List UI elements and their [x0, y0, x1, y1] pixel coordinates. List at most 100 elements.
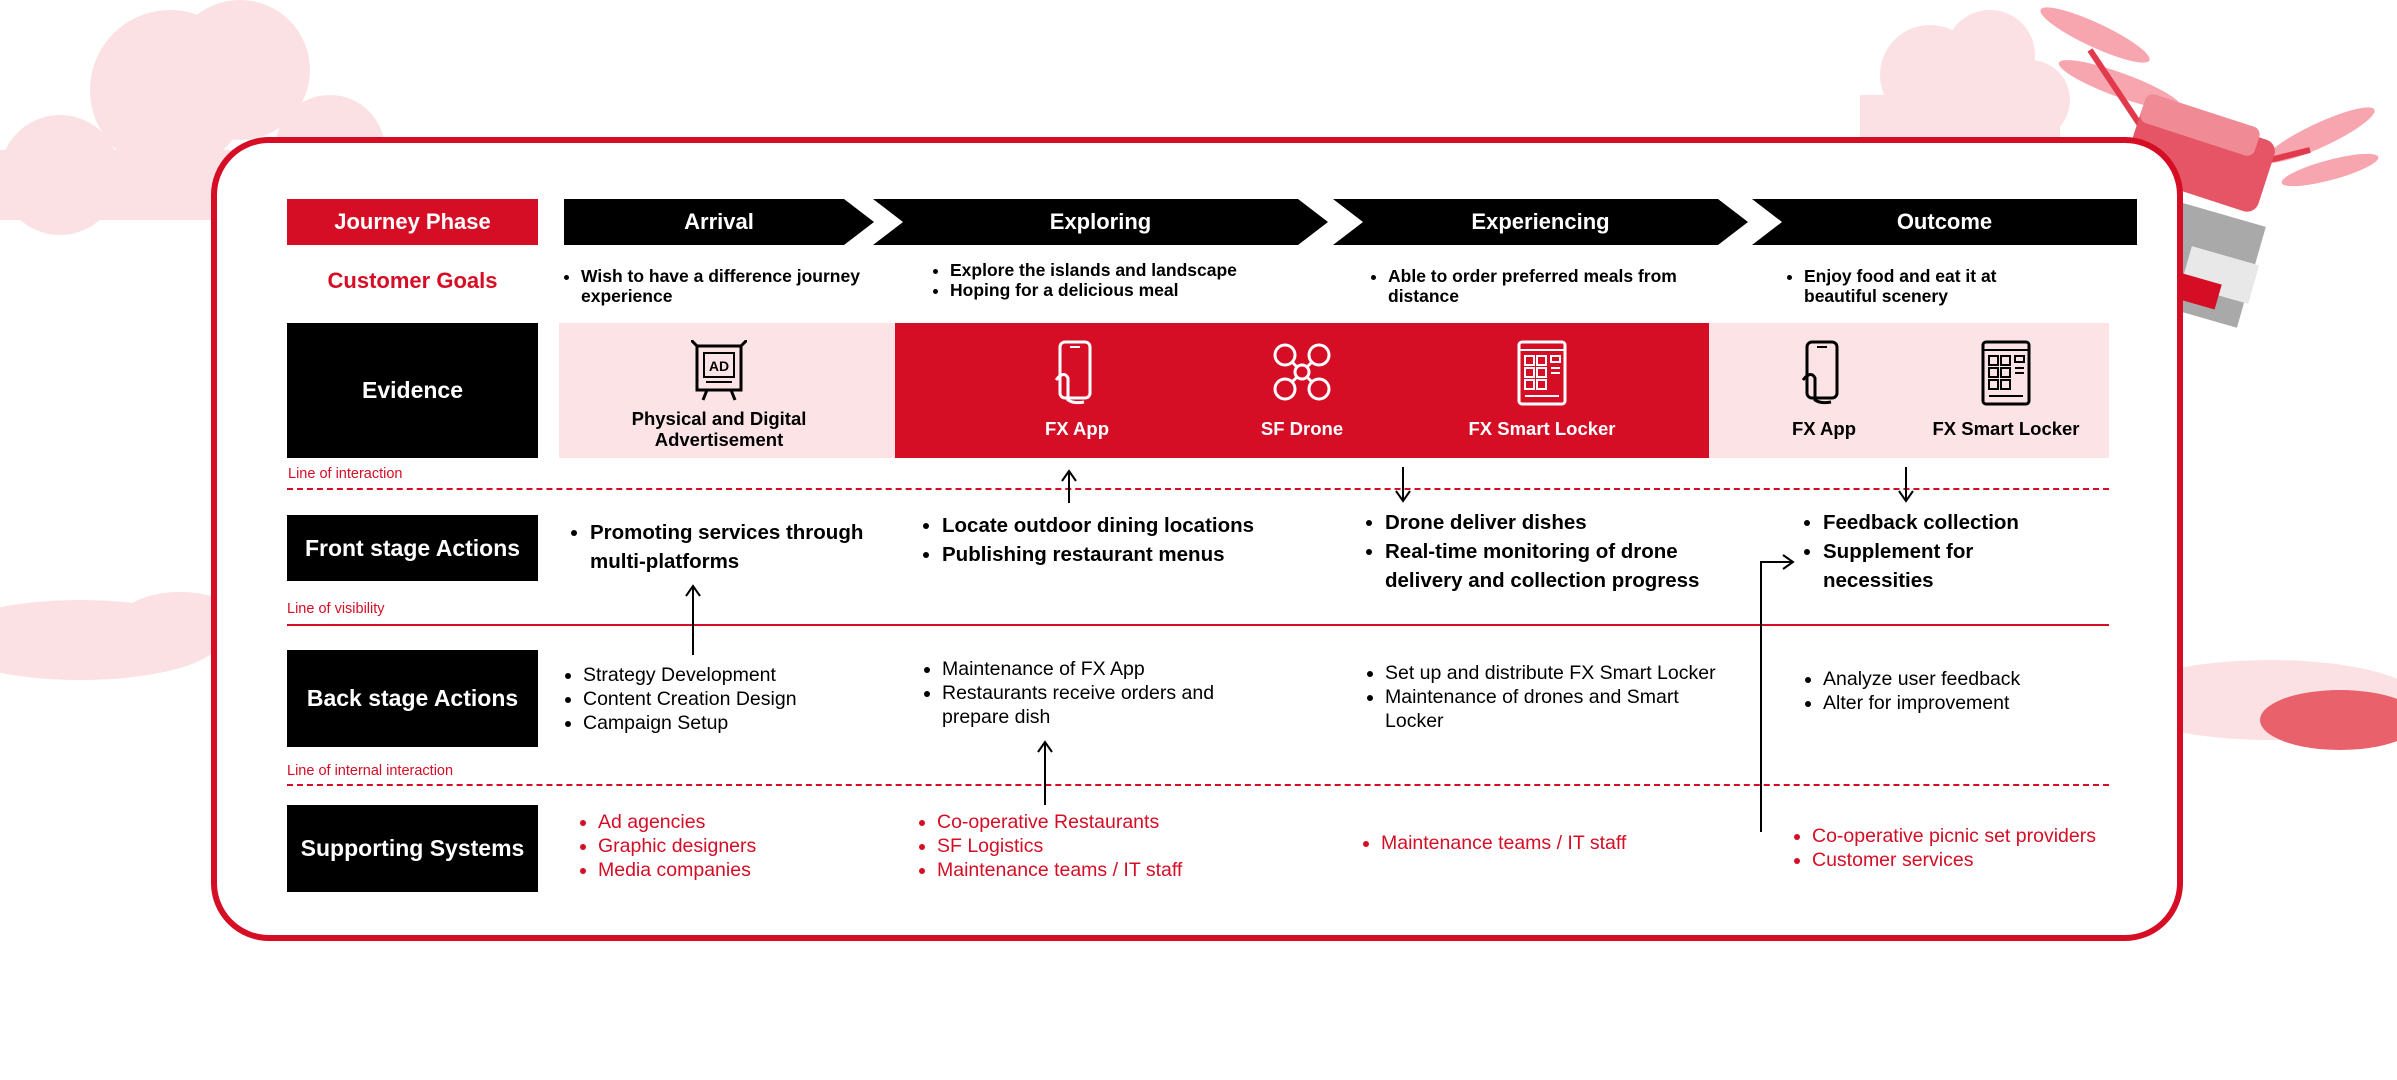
back-stage-item: Campaign Setup	[583, 711, 883, 735]
phase-outcome: Outcome	[1752, 199, 2137, 245]
front-stage-label: Front stage Actions	[287, 515, 538, 581]
supporting-item: Maintenance teams / IT staff	[1381, 831, 1711, 855]
supporting-item: Graphic designers	[598, 834, 858, 858]
goals-exploring: Explore the islands and landscape Hoping…	[932, 260, 1310, 300]
service-blueprint-frame	[211, 137, 2183, 941]
supporting-systems-label: Supporting Systems	[287, 805, 538, 892]
front-stage-item: Feedback collection	[1823, 508, 2063, 537]
arrow-up-icon	[1061, 469, 1077, 503]
line-of-internal-interaction	[287, 784, 2109, 786]
front-stage-outcome: Feedback collection Supplement for neces…	[1803, 508, 2063, 595]
svg-text:AD: AD	[709, 358, 729, 374]
evidence-outcome-fx-app: FX App	[1764, 340, 1884, 440]
front-stage-arrival: Promoting services through multi-platfor…	[570, 518, 920, 576]
supporting-item: Co-operative Restaurants	[937, 810, 1267, 834]
chevron-shape-icon	[873, 199, 1328, 245]
back-stage-item: Strategy Development	[583, 663, 883, 687]
phase-experiencing: Experiencing	[1333, 199, 1748, 245]
back-stage-item: Maintenance of FX App	[942, 657, 1272, 681]
evidence-fx-app: FX App	[1017, 340, 1137, 440]
evidence-label-text: Physical and Digital Advertisement	[631, 408, 807, 450]
supporting-item: Co-operative picnic set providers	[1812, 824, 2152, 848]
arrow-up-icon	[1037, 740, 1053, 805]
evidence-sf-drone: SF Drone	[1242, 340, 1362, 440]
goal-item: Hoping for a delicious meal	[950, 280, 1310, 300]
line-of-visibility	[287, 624, 2109, 626]
line-of-visibility-label: Line of visibility	[287, 601, 385, 617]
front-stage-experiencing: Drone deliver dishes Real-time monitorin…	[1365, 508, 1745, 595]
evidence-label-text: SF Drone	[1260, 418, 1344, 439]
smart-locker-icon	[1981, 340, 2031, 406]
supporting-item: SF Logistics	[937, 834, 1267, 858]
arrow-right-icon	[1760, 554, 1795, 832]
supporting-item: Media companies	[598, 858, 858, 882]
phase-label-arrival: Arrival	[684, 209, 754, 234]
chevron-shape-icon	[1752, 199, 2137, 245]
evidence-fx-smart-locker: FX Smart Locker	[1452, 340, 1632, 440]
evidence-label-text: FX App	[1791, 418, 1857, 439]
cloud-left-middle-icon	[0, 592, 240, 680]
evidence-label-text: FX App	[1044, 418, 1110, 439]
evidence-cell-exploring-experiencing	[895, 323, 1709, 458]
chevron-shape-icon	[1333, 199, 1748, 245]
front-stage-item: Drone deliver dishes	[1385, 508, 1745, 537]
smartphone-icon	[1054, 340, 1092, 405]
line-of-interaction-label: Line of interaction	[288, 466, 403, 482]
journey-phase-label: Journey Phase	[287, 199, 538, 245]
front-stage-item: Real-time monitoring of drone delivery a…	[1385, 537, 1745, 595]
back-stage-item: Set up and distribute FX Smart Locker	[1385, 661, 1725, 685]
evidence-cell-outcome	[1709, 323, 2109, 458]
front-stage-exploring: Locate outdoor dining locations Publishi…	[922, 511, 1322, 569]
phase-label-experiencing: Experiencing	[1471, 209, 1610, 234]
phase-arrival: Arrival	[564, 199, 874, 245]
evidence-label-text: FX Smart Locker	[1468, 418, 1616, 439]
supporting-exploring: Co-operative Restaurants SF Logistics Ma…	[917, 810, 1267, 882]
line-of-interaction	[287, 488, 2109, 490]
back-stage-arrival: Strategy Development Content Creation De…	[563, 663, 883, 735]
goal-item: Explore the islands and landscape	[950, 260, 1310, 280]
cloud-right-middle-icon	[2120, 660, 2397, 750]
back-stage-experiencing: Set up and distribute FX Smart Locker Ma…	[1365, 661, 1725, 733]
evidence-label: Evidence	[287, 323, 538, 458]
supporting-arrival: Ad agencies Graphic designers Media comp…	[578, 810, 858, 882]
chevron-shape-icon	[564, 199, 874, 245]
customer-goals-label: Customer Goals	[327, 268, 498, 293]
back-stage-item: Maintenance of drones and Smart Locker	[1385, 685, 1725, 733]
back-stage-item: Content Creation Design	[583, 687, 883, 711]
back-stage-label: Back stage Actions	[287, 650, 538, 747]
goals-arrival: Wish to have a difference journey experi…	[563, 266, 861, 306]
front-stage-item: Supplement for necessities	[1823, 537, 2063, 595]
line-of-internal-interaction-label: Line of internal interaction	[287, 763, 454, 779]
supporting-item: Ad agencies	[598, 810, 858, 834]
back-stage-item: Alter for improvement	[1823, 691, 2083, 715]
arrow-down-icon	[1395, 467, 1411, 503]
ad-icon: AD	[691, 340, 747, 401]
supporting-experiencing: Maintenance teams / IT staff	[1361, 831, 1711, 855]
phase-label-exploring: Exploring	[1049, 209, 1152, 234]
supporting-outcome: Co-operative picnic set providers Custom…	[1792, 824, 2152, 872]
goal-item: Enjoy food and eat it at beautiful scene…	[1804, 266, 2064, 306]
evidence-label-text: FX Smart Locker	[1932, 418, 2080, 439]
goal-item: Wish to have a difference journey experi…	[581, 266, 861, 306]
evidence-outcome-fx-smart-locker: FX Smart Locker	[1916, 340, 2096, 440]
supporting-item: Customer services	[1812, 848, 2152, 872]
back-stage-item: Restaurants receive orders and prepare d…	[942, 681, 1272, 729]
evidence-advertisement: AD Physical and Digital Advertisement	[619, 340, 819, 450]
back-stage-exploring: Maintenance of FX App Restaurants receiv…	[922, 657, 1272, 729]
back-stage-item: Analyze user feedback	[1823, 667, 2083, 691]
arrow-up-icon	[685, 584, 701, 655]
front-stage-item: Publishing restaurant menus	[942, 540, 1322, 569]
goals-experiencing: Able to order preferred meals from dista…	[1370, 266, 1708, 306]
smart-locker-icon	[1517, 340, 1567, 406]
arrow-down-icon	[1898, 467, 1914, 503]
front-stage-item: Promoting services through multi-platfor…	[590, 518, 920, 576]
supporting-item: Maintenance teams / IT staff	[937, 858, 1267, 882]
back-stage-outcome: Analyze user feedback Alter for improvem…	[1803, 667, 2083, 715]
phase-exploring: Exploring	[873, 199, 1328, 245]
phase-label-outcome: Outcome	[1896, 209, 1993, 234]
smartphone-icon	[1801, 340, 1839, 405]
front-stage-item: Locate outdoor dining locations	[942, 511, 1322, 540]
drone-icon	[1273, 343, 1331, 401]
goals-outcome: Enjoy food and eat it at beautiful scene…	[1786, 266, 2064, 306]
